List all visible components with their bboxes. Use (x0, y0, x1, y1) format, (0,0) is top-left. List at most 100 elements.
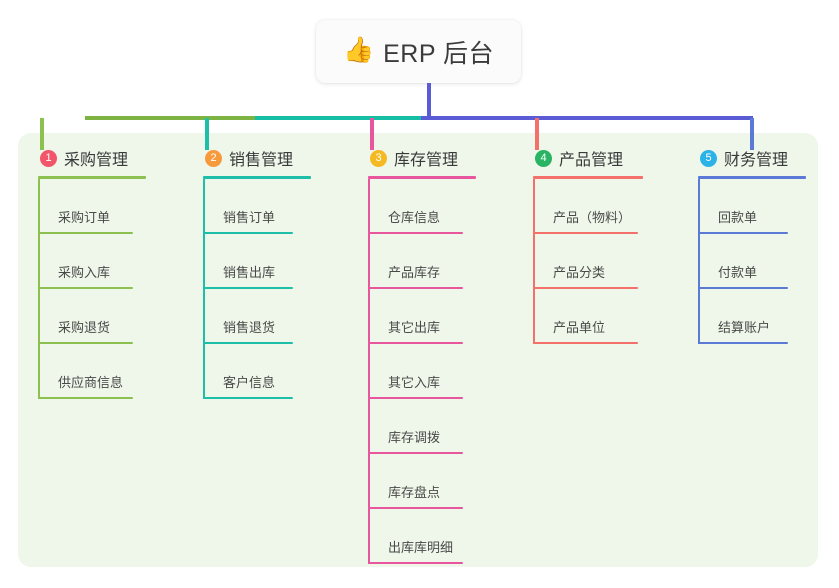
branch-drop-2 (205, 118, 209, 150)
branch-column-2: 2 销售管理销售订单销售出库销售退货客户信息 (203, 146, 311, 399)
leaf-node[interactable]: 付款单 (698, 234, 806, 289)
leaf-node[interactable]: 采购退货 (38, 289, 146, 344)
branch-item-list: 产品（物料） 产品分类产品单位 (533, 179, 643, 344)
leaf-node[interactable]: 销售订单 (203, 179, 311, 234)
branch-title: 采购管理 (64, 152, 129, 169)
branch-drop-5 (750, 118, 754, 150)
branch-header-采购管理[interactable]: 1 采购管理 (38, 146, 146, 170)
branch-spine (203, 179, 205, 399)
leaf-node[interactable]: 采购入库 (38, 234, 146, 289)
leaf-node-label: 付款单 (718, 265, 758, 280)
leaf-node[interactable]: 供应商信息 (38, 344, 146, 399)
branch-header-rule (368, 176, 476, 179)
leaf-node[interactable]: 产品（物料） (533, 179, 643, 234)
leaf-node[interactable]: 产品库存 (368, 234, 476, 289)
leaf-node[interactable]: 结算账户 (698, 289, 806, 344)
branch-header-库存管理[interactable]: 3 库存管理 (368, 146, 476, 170)
leaf-node-rule (203, 397, 293, 399)
leaf-node-label: 销售出库 (223, 265, 276, 280)
branch-column-4: 4 产品管理产品（物料） 产品分类产品单位 (533, 146, 643, 344)
branch-column-1: 1 采购管理采购订单采购入库采购退货供应商信息 (38, 146, 146, 399)
leaf-node[interactable]: 产品分类 (533, 234, 643, 289)
leaf-node[interactable]: 库存调拨 (368, 399, 476, 454)
leaf-node-label: 销售退货 (223, 320, 276, 335)
leaf-node-rule (38, 397, 133, 399)
leaf-node-label: 库存盘点 (388, 485, 441, 500)
leaf-node-rule (368, 562, 463, 564)
leaf-node-label: 回款单 (718, 210, 758, 225)
leaf-node[interactable]: 仓库信息 (368, 179, 476, 234)
branch-spine (698, 179, 700, 344)
branch-drop-4 (535, 118, 539, 150)
leaf-node[interactable]: 其它出库 (368, 289, 476, 344)
leaf-node-rule (38, 342, 133, 344)
leaf-node-rule (698, 287, 788, 289)
leaf-node-label: 库存调拨 (388, 430, 441, 445)
branch-header-产品管理[interactable]: 4 产品管理 (533, 146, 643, 170)
branch-title: 销售管理 (229, 152, 294, 169)
branch-spine (38, 179, 40, 399)
branch-header-销售管理[interactable]: 2 销售管理 (203, 146, 311, 170)
thumbs-up-icon: 👍 (342, 36, 375, 64)
root-stem-connector (427, 83, 431, 119)
branch-number-badge: 4 (535, 149, 552, 167)
leaf-node-label: 采购退货 (58, 320, 111, 335)
bus-segment-1 (85, 116, 257, 120)
leaf-node-label: 仓库信息 (388, 210, 441, 225)
leaf-node[interactable]: 其它入库 (368, 344, 476, 399)
root-node[interactable]: 👍 ERP 后台 (316, 20, 521, 83)
branch-number-badge: 3 (370, 149, 387, 167)
leaf-node-label: 出库库明细 (388, 540, 454, 555)
root-title: ERP 后台 (383, 39, 495, 68)
leaf-node-label: 产品单位 (553, 320, 606, 335)
leaf-node[interactable]: 产品单位 (533, 289, 643, 344)
branch-header-财务管理[interactable]: 5 财务管理 (698, 146, 806, 170)
branch-item-list: 采购订单采购入库采购退货供应商信息 (38, 179, 146, 399)
branch-title: 库存管理 (394, 152, 459, 169)
leaf-node-rule (698, 232, 788, 234)
leaf-node-rule (368, 507, 463, 509)
leaf-node-rule (203, 287, 293, 289)
leaf-node-label: 产品分类 (553, 265, 606, 280)
leaf-node-label: 供应商信息 (58, 375, 124, 390)
branch-column-5: 5 财务管理回款单付款单结算账户 (698, 146, 806, 344)
leaf-node-rule (203, 232, 293, 234)
leaf-node-label: 采购入库 (58, 265, 111, 280)
leaf-node-label: 其它入库 (388, 375, 441, 390)
branch-header-rule (533, 176, 643, 179)
leaf-node-rule (368, 452, 463, 454)
branch-spine (533, 179, 535, 344)
leaf-node-rule (533, 342, 638, 344)
leaf-node-rule (38, 287, 133, 289)
leaf-node-rule (368, 232, 463, 234)
branch-header-rule (38, 176, 146, 179)
leaf-node-rule (698, 342, 788, 344)
branch-number-badge: 5 (700, 149, 717, 167)
branch-item-list: 回款单付款单结算账户 (698, 179, 806, 344)
leaf-node[interactable]: 回款单 (698, 179, 806, 234)
leaf-node-rule (368, 342, 463, 344)
branch-number-badge: 2 (205, 149, 222, 167)
branch-title: 产品管理 (559, 152, 624, 169)
leaf-node-label: 产品（物料） (553, 210, 632, 225)
branch-header-rule (203, 176, 311, 179)
leaf-node[interactable]: 销售出库 (203, 234, 311, 289)
branch-title: 财务管理 (724, 152, 789, 169)
leaf-node[interactable]: 采购订单 (38, 179, 146, 234)
branch-spine (368, 179, 370, 564)
leaf-node[interactable]: 库存盘点 (368, 454, 476, 509)
leaf-node-rule (203, 342, 293, 344)
branch-number-badge: 1 (40, 149, 57, 167)
branch-item-list: 销售订单销售出库销售退货客户信息 (203, 179, 311, 399)
bus-segment-3 (421, 116, 753, 120)
bus-segment-2 (255, 116, 423, 120)
branch-drop-3 (370, 118, 374, 150)
branch-item-list: 仓库信息产品库存其它出库其它入库库存调拨库存盘点出库库明细 (368, 179, 476, 564)
leaf-node[interactable]: 销售退货 (203, 289, 311, 344)
branch-column-3: 3 库存管理仓库信息产品库存其它出库其它入库库存调拨库存盘点出库库明细 (368, 146, 476, 564)
leaf-node-label: 客户信息 (223, 375, 276, 390)
leaf-node[interactable]: 客户信息 (203, 344, 311, 399)
leaf-node-label: 结算账户 (718, 320, 771, 335)
leaf-node[interactable]: 出库库明细 (368, 509, 476, 564)
